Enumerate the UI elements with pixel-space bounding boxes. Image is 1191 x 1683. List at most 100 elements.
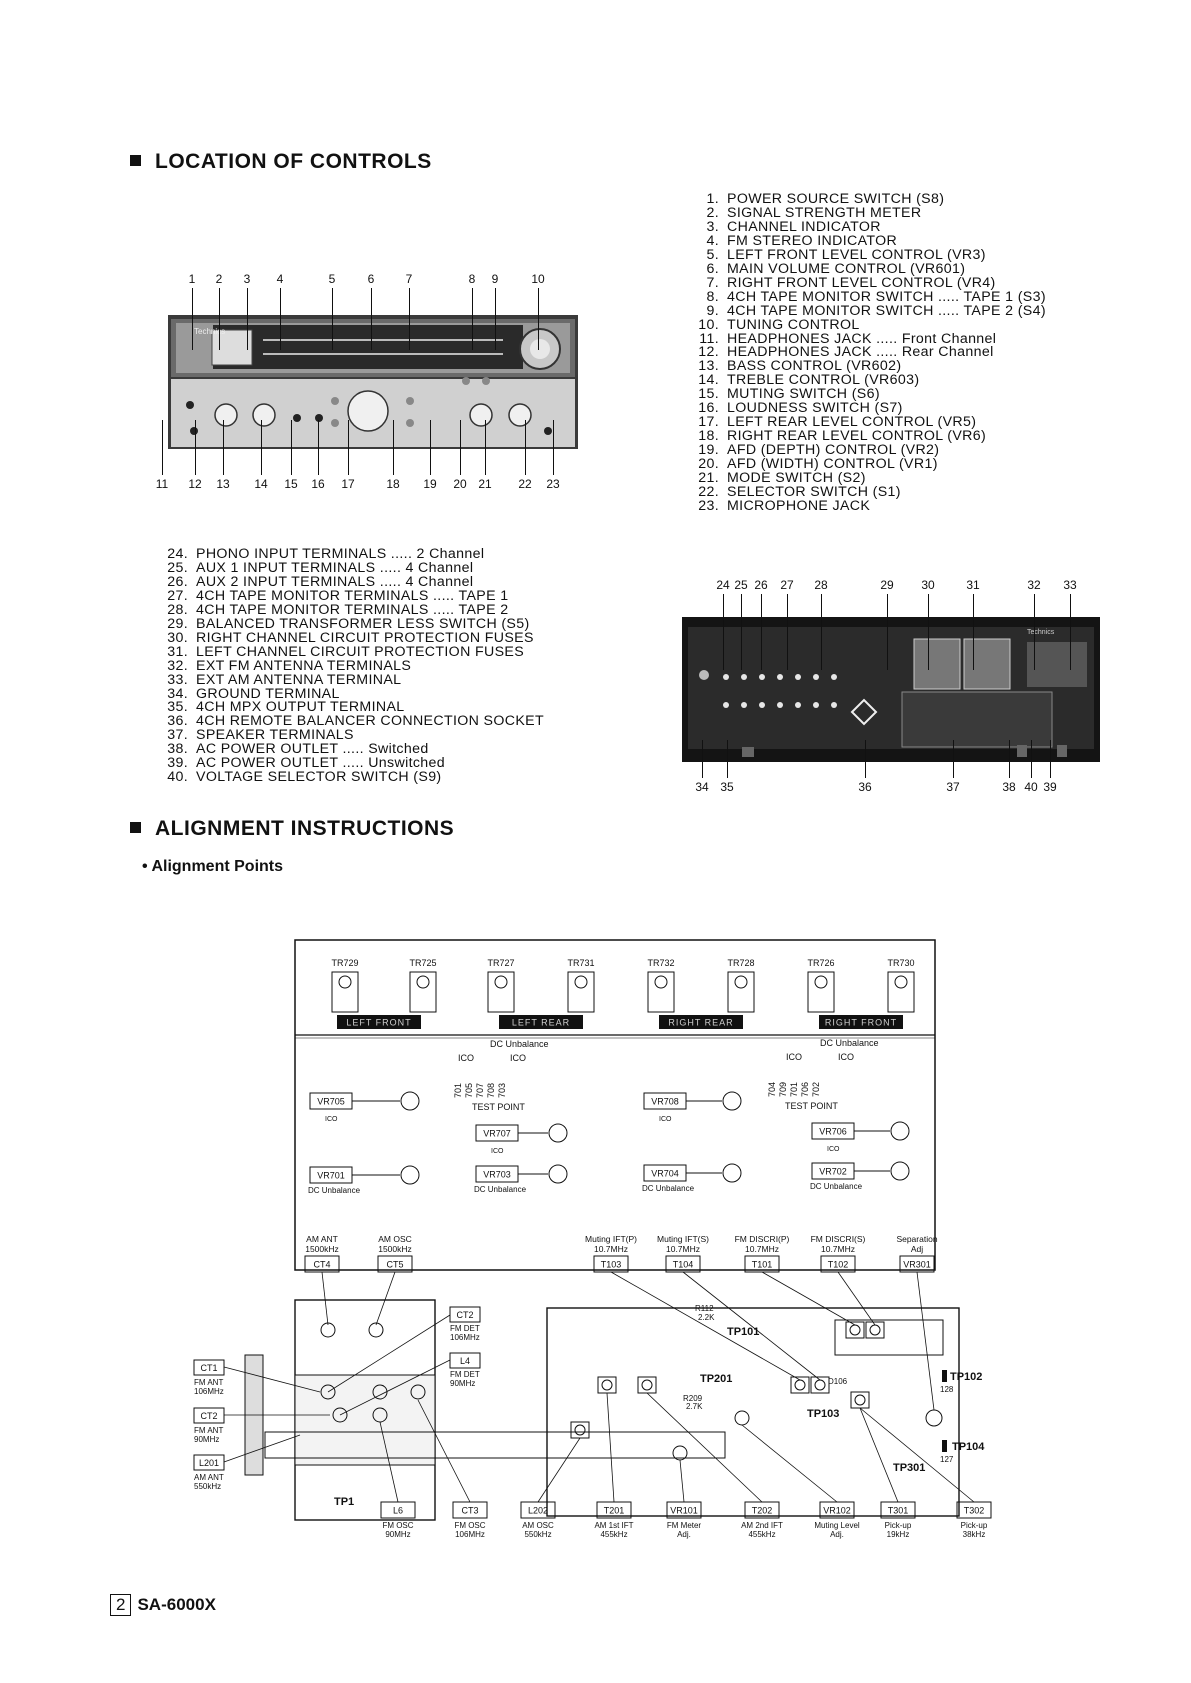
item-label: SIGNAL STRENGTH METER [727,204,922,221]
callout-number: 11 [155,477,169,491]
callout-number: 23 [546,477,560,491]
test-pin-label: 703 [497,1083,507,1098]
callout-number: 28 [814,578,828,592]
callout-number: 17 [341,477,355,491]
item-number: 30. [167,629,188,646]
adjust-point-freq: 90MHz [450,1379,475,1388]
coil-icon [865,1321,885,1339]
trimmer-pot-icon [548,1123,568,1143]
front-control-item: 4.FM STEREO INDICATOR [693,232,1046,249]
screw-icon [494,975,508,989]
leader-line [223,1366,321,1393]
tuner-label-name: Muting IFT(P) [585,1234,637,1244]
tuner-label-freq: 1500kHz [305,1244,339,1254]
adjust-point-freq: 90MHz [194,1435,219,1444]
item-label: POWER SOURCE SWITCH (S8) [727,191,945,207]
item-label: AUX 2 INPUT TERMINALS ..... 4 Channel [196,573,474,590]
adjust-point-desc: Pick-up [961,1521,988,1530]
item-number: 18. [698,428,719,445]
adjust-point-desc: FM Meter [667,1521,702,1530]
leader-line [837,1271,876,1326]
adjust-point-box [193,1407,225,1424]
leader-line [327,1314,451,1393]
callout-number: 16 [311,477,325,491]
item-label: MODE SWITCH (S2) [727,470,866,487]
trimmer-label: VR703 [483,1170,511,1180]
front-control-item: 1.POWER SOURCE SWITCH (S8) [693,191,1046,207]
screw-icon [894,975,908,989]
dc-unbalance-label: DC Unbalance [490,1039,549,1049]
test-point: TP104 [952,1441,985,1453]
front-control-item: 23.MICROPHONE JACK [693,497,1046,514]
trimmer-label: VR701 [317,1171,345,1181]
callout-leader [953,740,954,778]
adjust-point-label: CT5 [386,1260,403,1270]
test-point: TP201 [700,1373,732,1385]
callout-number: 7 [405,272,413,286]
item-label: LEFT REAR LEVEL CONTROL (VR5) [727,414,977,431]
tuner-label-name: Separation [896,1234,937,1244]
dial-shaft [264,1431,726,1459]
callout-number: 32 [1027,578,1041,592]
item-label: PHONO INPUT TERMINALS ..... 2 Channel [196,546,485,562]
item-label: 4CH TAPE MONITOR SWITCH ..... TAPE 1 (S3… [727,288,1046,305]
callout-leader [485,420,486,475]
adjust-point-box [449,1306,481,1323]
part-label: R112 [695,1304,714,1313]
item-number: 4. [706,232,719,249]
front-control-item: 11.HEADPHONES JACK ..... Front Channel [693,331,1046,347]
callout-leader [318,420,319,475]
adjust-point-label: L6 [393,1506,403,1516]
callout-leader [348,420,349,475]
rear-control-item: 30.RIGHT CHANNEL CIRCUIT PROTECTION FUSE… [162,629,544,646]
trimmer-pot-icon [890,1121,910,1141]
callout-leader [761,594,762,670]
adjust-point-desc: Pick-up [885,1521,912,1530]
tuner-label-name: FM DISCRI(S) [811,1234,866,1244]
item-label: TREBLE CONTROL (VR603) [727,372,920,389]
adjust-point-freq: 455kHz [748,1530,775,1539]
adjust-point-box [449,1352,481,1369]
callout-leader [1070,594,1071,670]
item-label: BASS CONTROL (VR602) [727,358,902,375]
square-bullet-icon [130,155,141,166]
callout-leader [162,420,163,475]
adjust-point-desc: FM ANT [194,1426,223,1435]
test-pin-label: 708 [486,1083,496,1098]
callout-leader [1031,740,1032,778]
rear-control-item: 39.AC POWER OUTLET ..... Unswitched [162,756,544,771]
adjust-point-label: L4 [460,1356,470,1366]
item-number: 5. [706,246,719,263]
item-number: 34. [167,685,188,702]
adjust-point-freq: 106MHz [194,1387,224,1396]
adjust-point-freq: 550kHz [194,1482,221,1491]
front-control-item: 9.4CH TAPE MONITOR SWITCH ..... TAPE 2 (… [693,304,1046,319]
adjust-point-label: T104 [673,1260,694,1270]
item-label: MAIN VOLUME CONTROL (VR601) [727,260,966,277]
leader-line [606,1392,615,1503]
test-pin-label: 707 [475,1083,485,1098]
callout-number: 15 [284,477,298,491]
ico-label: ICO [491,1148,504,1155]
adjust-point-box [193,1359,225,1376]
screw-icon [416,975,430,989]
tuner-label-name: Muting IFT(S) [657,1234,709,1244]
callout-number: 13 [216,477,230,491]
transistor-body [887,971,915,1013]
item-number: 33. [167,671,188,688]
item-number: 17. [698,414,719,431]
callout-number: 39 [1043,780,1057,794]
adjust-point-box [193,1454,225,1471]
adjust-point-desc: FM ANT [194,1378,223,1387]
item-number: 7. [706,274,719,291]
rear-control-item: 27.4CH TAPE MONITOR TERMINALS ..... TAPE… [162,589,544,604]
vr301-pot-icon [925,1409,943,1427]
callout-leader [538,288,539,350]
test-pin-label: 704 [767,1082,777,1097]
adjust-point-label: VR101 [670,1506,698,1516]
item-label: AFD (WIDTH) CONTROL (VR1) [727,456,938,473]
item-number: 20. [698,456,719,473]
tuner-label-freq: 1500kHz [378,1244,412,1254]
item-label: MICROPHONE JACK [727,497,871,514]
adjust-point-label: VR102 [823,1506,851,1516]
